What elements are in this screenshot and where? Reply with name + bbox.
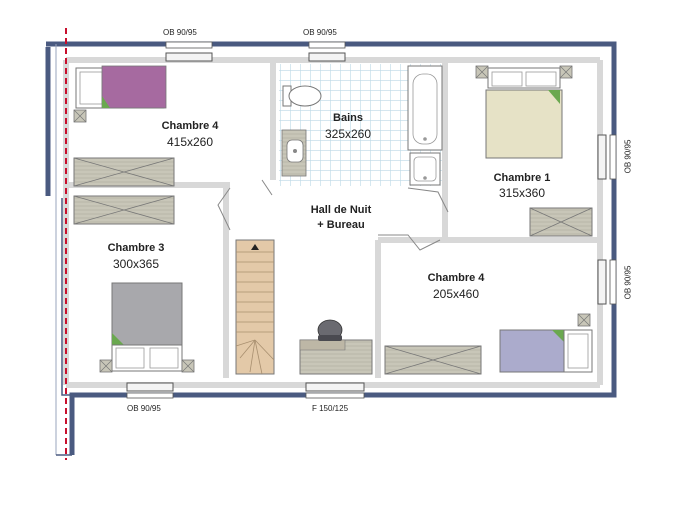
wardrobe-chambre3 <box>73 195 175 225</box>
room-chambre4-bottom-name: Chambre 4 <box>427 272 485 284</box>
room-hall-name: Hall de Nuit <box>310 204 372 216</box>
window-label-bottom-left: OB 90/95 <box>127 404 161 413</box>
wardrobe-chambre4-bottom <box>384 345 482 375</box>
room-chambre1-name: Chambre 1 <box>493 172 551 184</box>
window-bottom-mid <box>305 382 365 399</box>
wardrobe-chambre1 <box>529 207 593 237</box>
window-bottom-left <box>126 382 174 399</box>
shower <box>409 152 441 186</box>
room-bains-name: Bains <box>333 112 363 124</box>
room-hall-name2: + Bureau <box>317 219 365 231</box>
window-right-upper <box>597 134 617 180</box>
window-top-mid <box>308 41 346 62</box>
window-top-left <box>165 41 213 62</box>
window-label-right-upper: OB 90/95 <box>623 139 633 174</box>
staircase <box>235 239 275 375</box>
room-chambre4-top-dims: 415x260 <box>166 135 214 149</box>
sink-cabinet <box>281 129 307 177</box>
bathtub <box>407 65 443 151</box>
room-chambre1-dims: 315x360 <box>498 186 546 200</box>
door-swings <box>217 179 449 251</box>
bed-chambre1 <box>475 65 573 159</box>
room-chambre3-dims: 300x365 <box>112 257 160 271</box>
toilet <box>282 85 322 107</box>
room-bains-dims: 325x260 <box>324 127 372 141</box>
window-label-right-lower: OB 90/95 <box>623 265 633 300</box>
window-right-lower <box>597 259 617 305</box>
wardrobe-chambre4 <box>73 157 175 187</box>
office-chair-icon <box>317 319 343 341</box>
room-chambre4-bottom-dims: 205x460 <box>432 287 480 301</box>
outer-walls <box>45 41 617 456</box>
room-chambre4-top-name: Chambre 4 <box>161 120 219 132</box>
window-label-top-mid: OB 90/95 <box>303 28 337 37</box>
bed-chambre4-top <box>73 65 167 123</box>
bed-chambre4-bottom <box>499 313 593 373</box>
bed-chambre3 <box>99 282 195 373</box>
window-label-top-left: OB 90/95 <box>163 28 197 37</box>
window-label-bottom-mid: F 150/125 <box>312 404 349 413</box>
desk <box>299 339 373 375</box>
room-chambre3-name: Chambre 3 <box>107 242 165 254</box>
